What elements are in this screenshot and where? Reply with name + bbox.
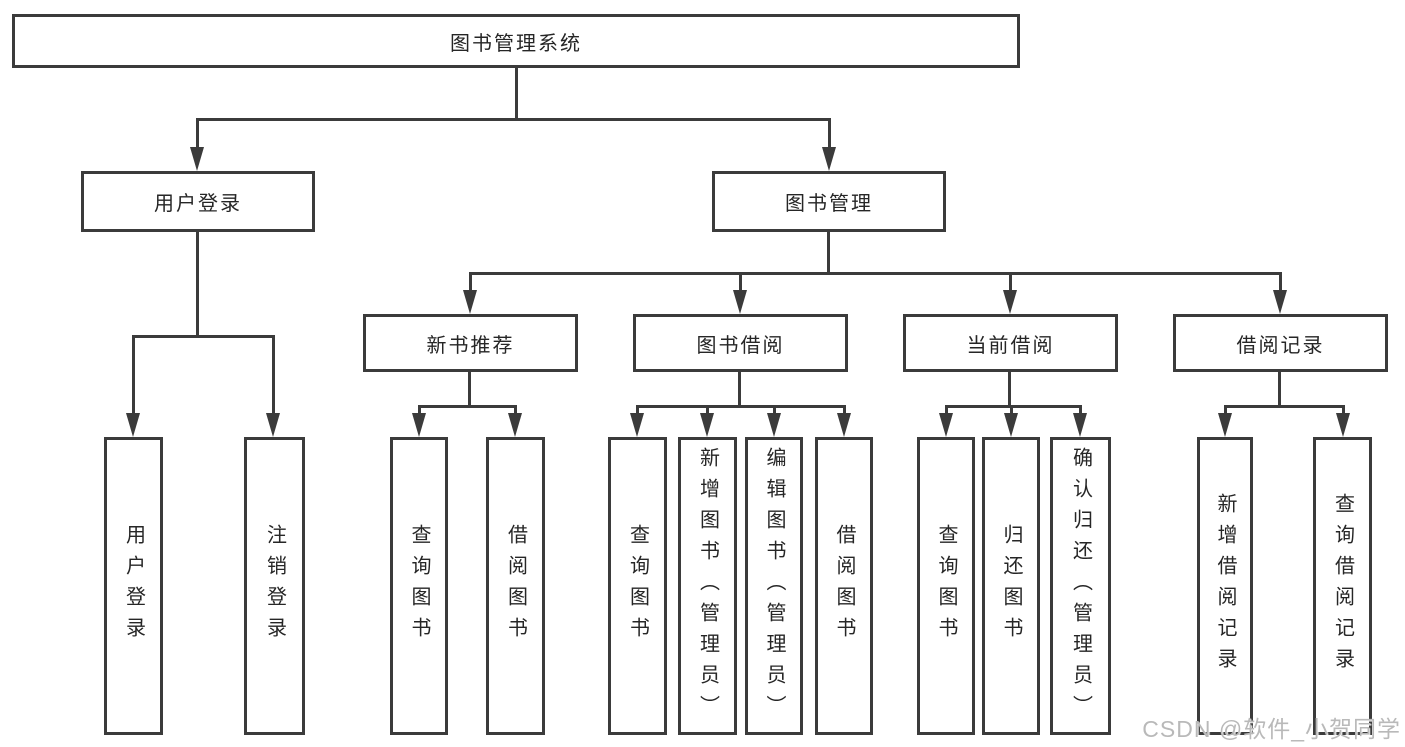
arrowhead-icon xyxy=(1003,290,1017,314)
leaf-label: 查询图书 xyxy=(408,524,430,648)
leaf-label: 确认归还（管理员） xyxy=(1069,446,1092,726)
connector-line-v xyxy=(773,405,776,417)
node-label: 图书管理 xyxy=(785,193,873,215)
connector-line-v xyxy=(1009,272,1012,294)
connector-line-v xyxy=(706,405,709,417)
arrowhead-icon xyxy=(1273,290,1287,314)
connector-line-h xyxy=(418,405,516,408)
arrowhead-icon xyxy=(1336,413,1350,437)
connector-line-v xyxy=(196,232,199,338)
leaf-label: 查询图书 xyxy=(626,524,649,648)
connector-line-v xyxy=(469,272,472,294)
connector-line-h xyxy=(636,405,846,408)
connector-line-h xyxy=(1224,405,1344,408)
arrowhead-icon xyxy=(767,413,781,437)
connector-line-h xyxy=(945,405,1082,408)
connector-line-v xyxy=(636,405,639,417)
leaf-query-books-borrowing: 查询图书 xyxy=(608,437,667,735)
leaf-borrow-books-recommend: 借阅图书 xyxy=(486,437,545,735)
node-book-management: 图书管理 xyxy=(712,171,946,232)
arrowhead-icon xyxy=(412,413,426,437)
leaf-query-books-current: 查询图书 xyxy=(917,437,975,735)
leaf-query-borrow-record: 查询借阅记录 xyxy=(1313,437,1372,735)
csdn-watermark: CSDN @软件_小贺同学 xyxy=(1142,716,1401,742)
connector-line-v xyxy=(1224,405,1227,417)
arrowhead-icon xyxy=(1004,413,1018,437)
connector-line-v xyxy=(515,68,518,121)
connector-line-v xyxy=(843,405,846,417)
connector-line-v xyxy=(828,118,831,152)
connector-line-h xyxy=(132,335,275,338)
arrowhead-icon xyxy=(266,413,280,437)
arrowhead-icon xyxy=(126,413,140,437)
node-label: 当前借阅 xyxy=(966,334,1055,357)
leaf-label: 新增图书（管理员） xyxy=(696,446,719,726)
node-label: 用户登录 xyxy=(154,193,242,215)
connector-line-v xyxy=(196,118,199,152)
arrowhead-icon xyxy=(508,413,522,437)
arrowhead-icon xyxy=(1073,413,1087,437)
arrowhead-icon xyxy=(700,413,714,437)
leaf-confirm-return-admin: 确认归还（管理员） xyxy=(1050,437,1111,735)
connector-line-v xyxy=(418,405,421,417)
node-new-book-recommendation: 新书推荐 xyxy=(363,314,578,372)
leaf-label: 注销登录 xyxy=(263,524,286,648)
node-label: 新书推荐 xyxy=(426,334,515,357)
node-label: 图书借阅 xyxy=(696,334,785,357)
arrowhead-icon xyxy=(939,413,953,437)
arrowhead-icon xyxy=(630,413,644,437)
arrowhead-icon xyxy=(190,147,204,171)
connector-line-v xyxy=(468,372,471,408)
leaf-edit-book-admin: 编辑图书（管理员） xyxy=(745,437,803,735)
connector-line-v xyxy=(739,272,742,294)
connector-line-v xyxy=(738,372,741,408)
node-user-login: 用户登录 xyxy=(81,171,315,232)
connector-line-v xyxy=(1010,405,1013,417)
node-book-borrowing: 图书借阅 xyxy=(633,314,848,372)
connector-line-v xyxy=(514,405,517,417)
arrowhead-icon xyxy=(463,290,477,314)
node-current-borrowing: 当前借阅 xyxy=(903,314,1118,372)
leaf-label: 新增借阅记录 xyxy=(1214,493,1236,679)
connector-line-v xyxy=(1342,405,1345,417)
connector-line-v xyxy=(272,335,275,417)
arrowhead-icon xyxy=(1218,413,1232,437)
leaf-label: 编辑图书（管理员） xyxy=(763,446,785,726)
leaf-return-book: 归还图书 xyxy=(982,437,1040,735)
arrowhead-icon xyxy=(837,413,851,437)
leaf-query-books-recommend: 查询图书 xyxy=(390,437,448,735)
connector-line-v xyxy=(945,405,948,417)
node-label: 图书管理系统 xyxy=(450,32,582,55)
node-borrowing-records: 借阅记录 xyxy=(1173,314,1388,372)
leaf-label: 用户登录 xyxy=(122,524,145,648)
connector-line-v xyxy=(827,232,830,275)
node-label: 借阅记录 xyxy=(1236,334,1325,357)
connector-line-v xyxy=(132,335,135,417)
connector-line-h xyxy=(197,118,829,121)
leaf-add-borrow-record: 新增借阅记录 xyxy=(1197,437,1253,735)
connector-line-v xyxy=(1279,272,1282,294)
leaf-label: 借阅图书 xyxy=(504,524,527,648)
leaf-label: 借阅图书 xyxy=(833,524,855,648)
leaf-borrow-books-borrowing: 借阅图书 xyxy=(815,437,873,735)
leaf-user-login: 用户登录 xyxy=(104,437,163,735)
connector-line-v xyxy=(1278,372,1281,408)
connector-line-v xyxy=(1008,372,1011,408)
arrowhead-icon xyxy=(822,147,836,171)
leaf-label: 归还图书 xyxy=(1000,524,1022,648)
leaf-logout: 注销登录 xyxy=(244,437,305,735)
leaf-label: 查询借阅记录 xyxy=(1331,493,1354,679)
node-library-management-system: 图书管理系统 xyxy=(12,14,1020,68)
leaf-label: 查询图书 xyxy=(935,524,957,648)
connector-line-h xyxy=(469,272,1282,275)
leaf-add-book-admin: 新增图书（管理员） xyxy=(678,437,737,735)
arrowhead-icon xyxy=(733,290,747,314)
connector-line-v xyxy=(1079,405,1082,417)
